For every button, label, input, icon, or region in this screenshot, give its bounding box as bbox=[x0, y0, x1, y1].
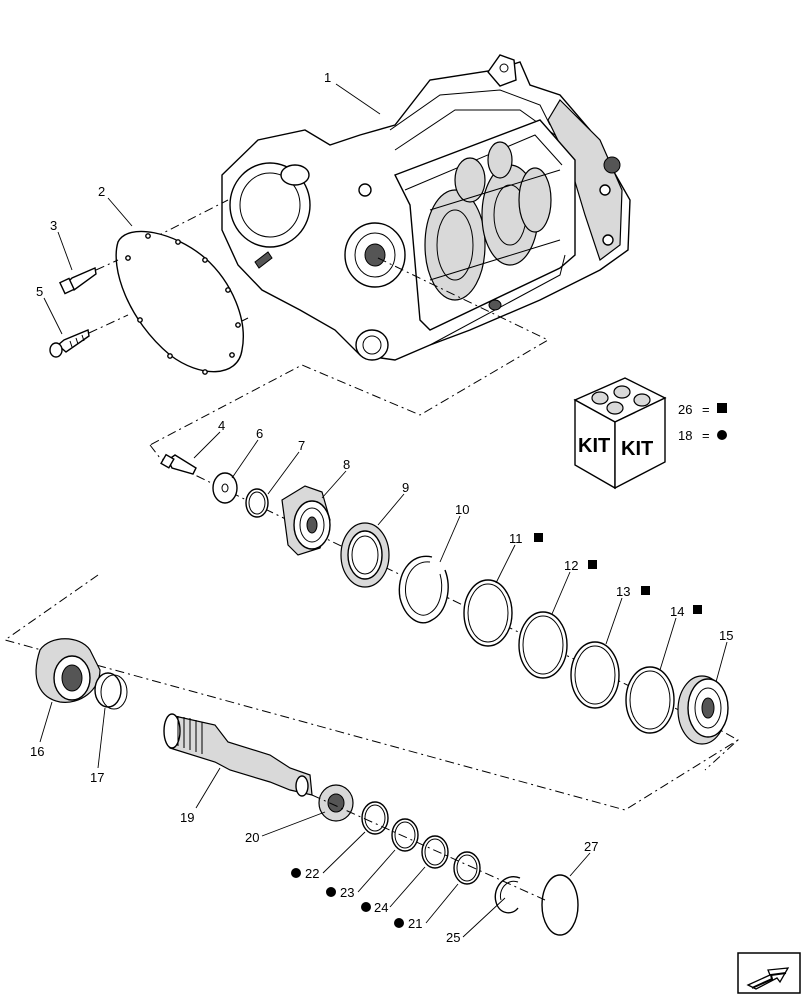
gear-cluster bbox=[424, 141, 561, 301]
callout-2: 2 bbox=[98, 184, 105, 199]
callout-6: 6 bbox=[256, 426, 263, 441]
bearing-cup-16 bbox=[35, 638, 101, 703]
cover-plate bbox=[115, 230, 244, 375]
callout-14: 14 bbox=[670, 604, 684, 619]
callout-15: 15 bbox=[719, 628, 733, 643]
square-marker-14 bbox=[693, 605, 702, 614]
callout-9: 9 bbox=[402, 480, 409, 495]
callout-17: 17 bbox=[90, 770, 104, 785]
circle-symbol-icon bbox=[717, 430, 727, 440]
output-shaft-19 bbox=[163, 713, 313, 797]
snap-ring-10 bbox=[398, 555, 449, 624]
shim-11 bbox=[463, 579, 513, 647]
callout-1: 1 bbox=[324, 70, 331, 85]
seal-9 bbox=[340, 522, 390, 588]
bearing-15 bbox=[677, 675, 729, 745]
callout-3: 3 bbox=[50, 218, 57, 233]
callout-11: 11 bbox=[509, 531, 523, 546]
kit-legend: KIT KIT 26 = 18 = bbox=[573, 377, 727, 490]
kit-entry-26-part: 26 bbox=[678, 402, 692, 417]
kit-label-right: KIT bbox=[621, 438, 653, 460]
cap-27 bbox=[541, 874, 579, 936]
callout-24: 24 bbox=[374, 900, 388, 915]
square-marker-13 bbox=[641, 586, 650, 595]
callout-23: 23 bbox=[340, 885, 354, 900]
bolt-4 bbox=[160, 453, 197, 475]
callout-4: 4 bbox=[218, 418, 225, 433]
callout-25: 25 bbox=[446, 930, 460, 945]
square-marker-12 bbox=[588, 560, 597, 569]
o-ring-7 bbox=[245, 488, 269, 518]
kit-label-left: KIT bbox=[578, 435, 610, 457]
bolt-3 bbox=[59, 267, 97, 295]
shim-14 bbox=[625, 666, 675, 734]
kit-box-icon: KIT KIT bbox=[573, 377, 667, 490]
callout-20: 20 bbox=[245, 830, 259, 845]
callout-8: 8 bbox=[343, 457, 350, 472]
shim-23 bbox=[391, 818, 419, 852]
circle-marker-24 bbox=[361, 902, 371, 912]
callout-5: 5 bbox=[36, 284, 43, 299]
square-symbol-icon bbox=[717, 403, 727, 413]
bolt-5 bbox=[49, 329, 90, 358]
kit-circle-markers bbox=[291, 868, 404, 928]
circle-marker-23 bbox=[326, 887, 336, 897]
callout-labels: 1 2 3 5 4 6 7 8 9 10 11 12 13 14 15 16 1… bbox=[30, 70, 733, 945]
shim-21 bbox=[453, 851, 481, 885]
kit-entry-18-equals: = bbox=[702, 428, 710, 443]
kit-entry-26-equals: = bbox=[702, 402, 710, 417]
callout-19: 19 bbox=[180, 810, 194, 825]
kit-square-markers bbox=[534, 533, 702, 614]
callout-7: 7 bbox=[298, 438, 305, 453]
leader-lines bbox=[39, 83, 728, 938]
callout-10: 10 bbox=[455, 502, 469, 517]
square-marker-11 bbox=[534, 533, 543, 542]
callout-12: 12 bbox=[564, 558, 578, 573]
shim-24 bbox=[421, 835, 449, 869]
washer-6 bbox=[212, 472, 238, 504]
arrow-next-page-icon[interactable] bbox=[737, 952, 801, 994]
retainer-8 bbox=[281, 485, 331, 556]
shim-12 bbox=[518, 611, 568, 679]
callout-22: 22 bbox=[305, 866, 319, 881]
callout-27: 27 bbox=[584, 839, 598, 854]
callout-21: 21 bbox=[408, 916, 422, 931]
snap-ring-25 bbox=[494, 876, 521, 914]
bearing-20 bbox=[318, 784, 354, 822]
circle-marker-22 bbox=[291, 868, 301, 878]
callout-16: 16 bbox=[30, 744, 44, 759]
shim-22 bbox=[361, 801, 389, 835]
bushing-17 bbox=[94, 672, 128, 710]
kit-entry-18-part: 18 bbox=[678, 428, 692, 443]
transmission-housing bbox=[221, 54, 631, 361]
callout-13: 13 bbox=[616, 584, 630, 599]
circle-marker-21 bbox=[394, 918, 404, 928]
shim-13 bbox=[570, 641, 620, 709]
